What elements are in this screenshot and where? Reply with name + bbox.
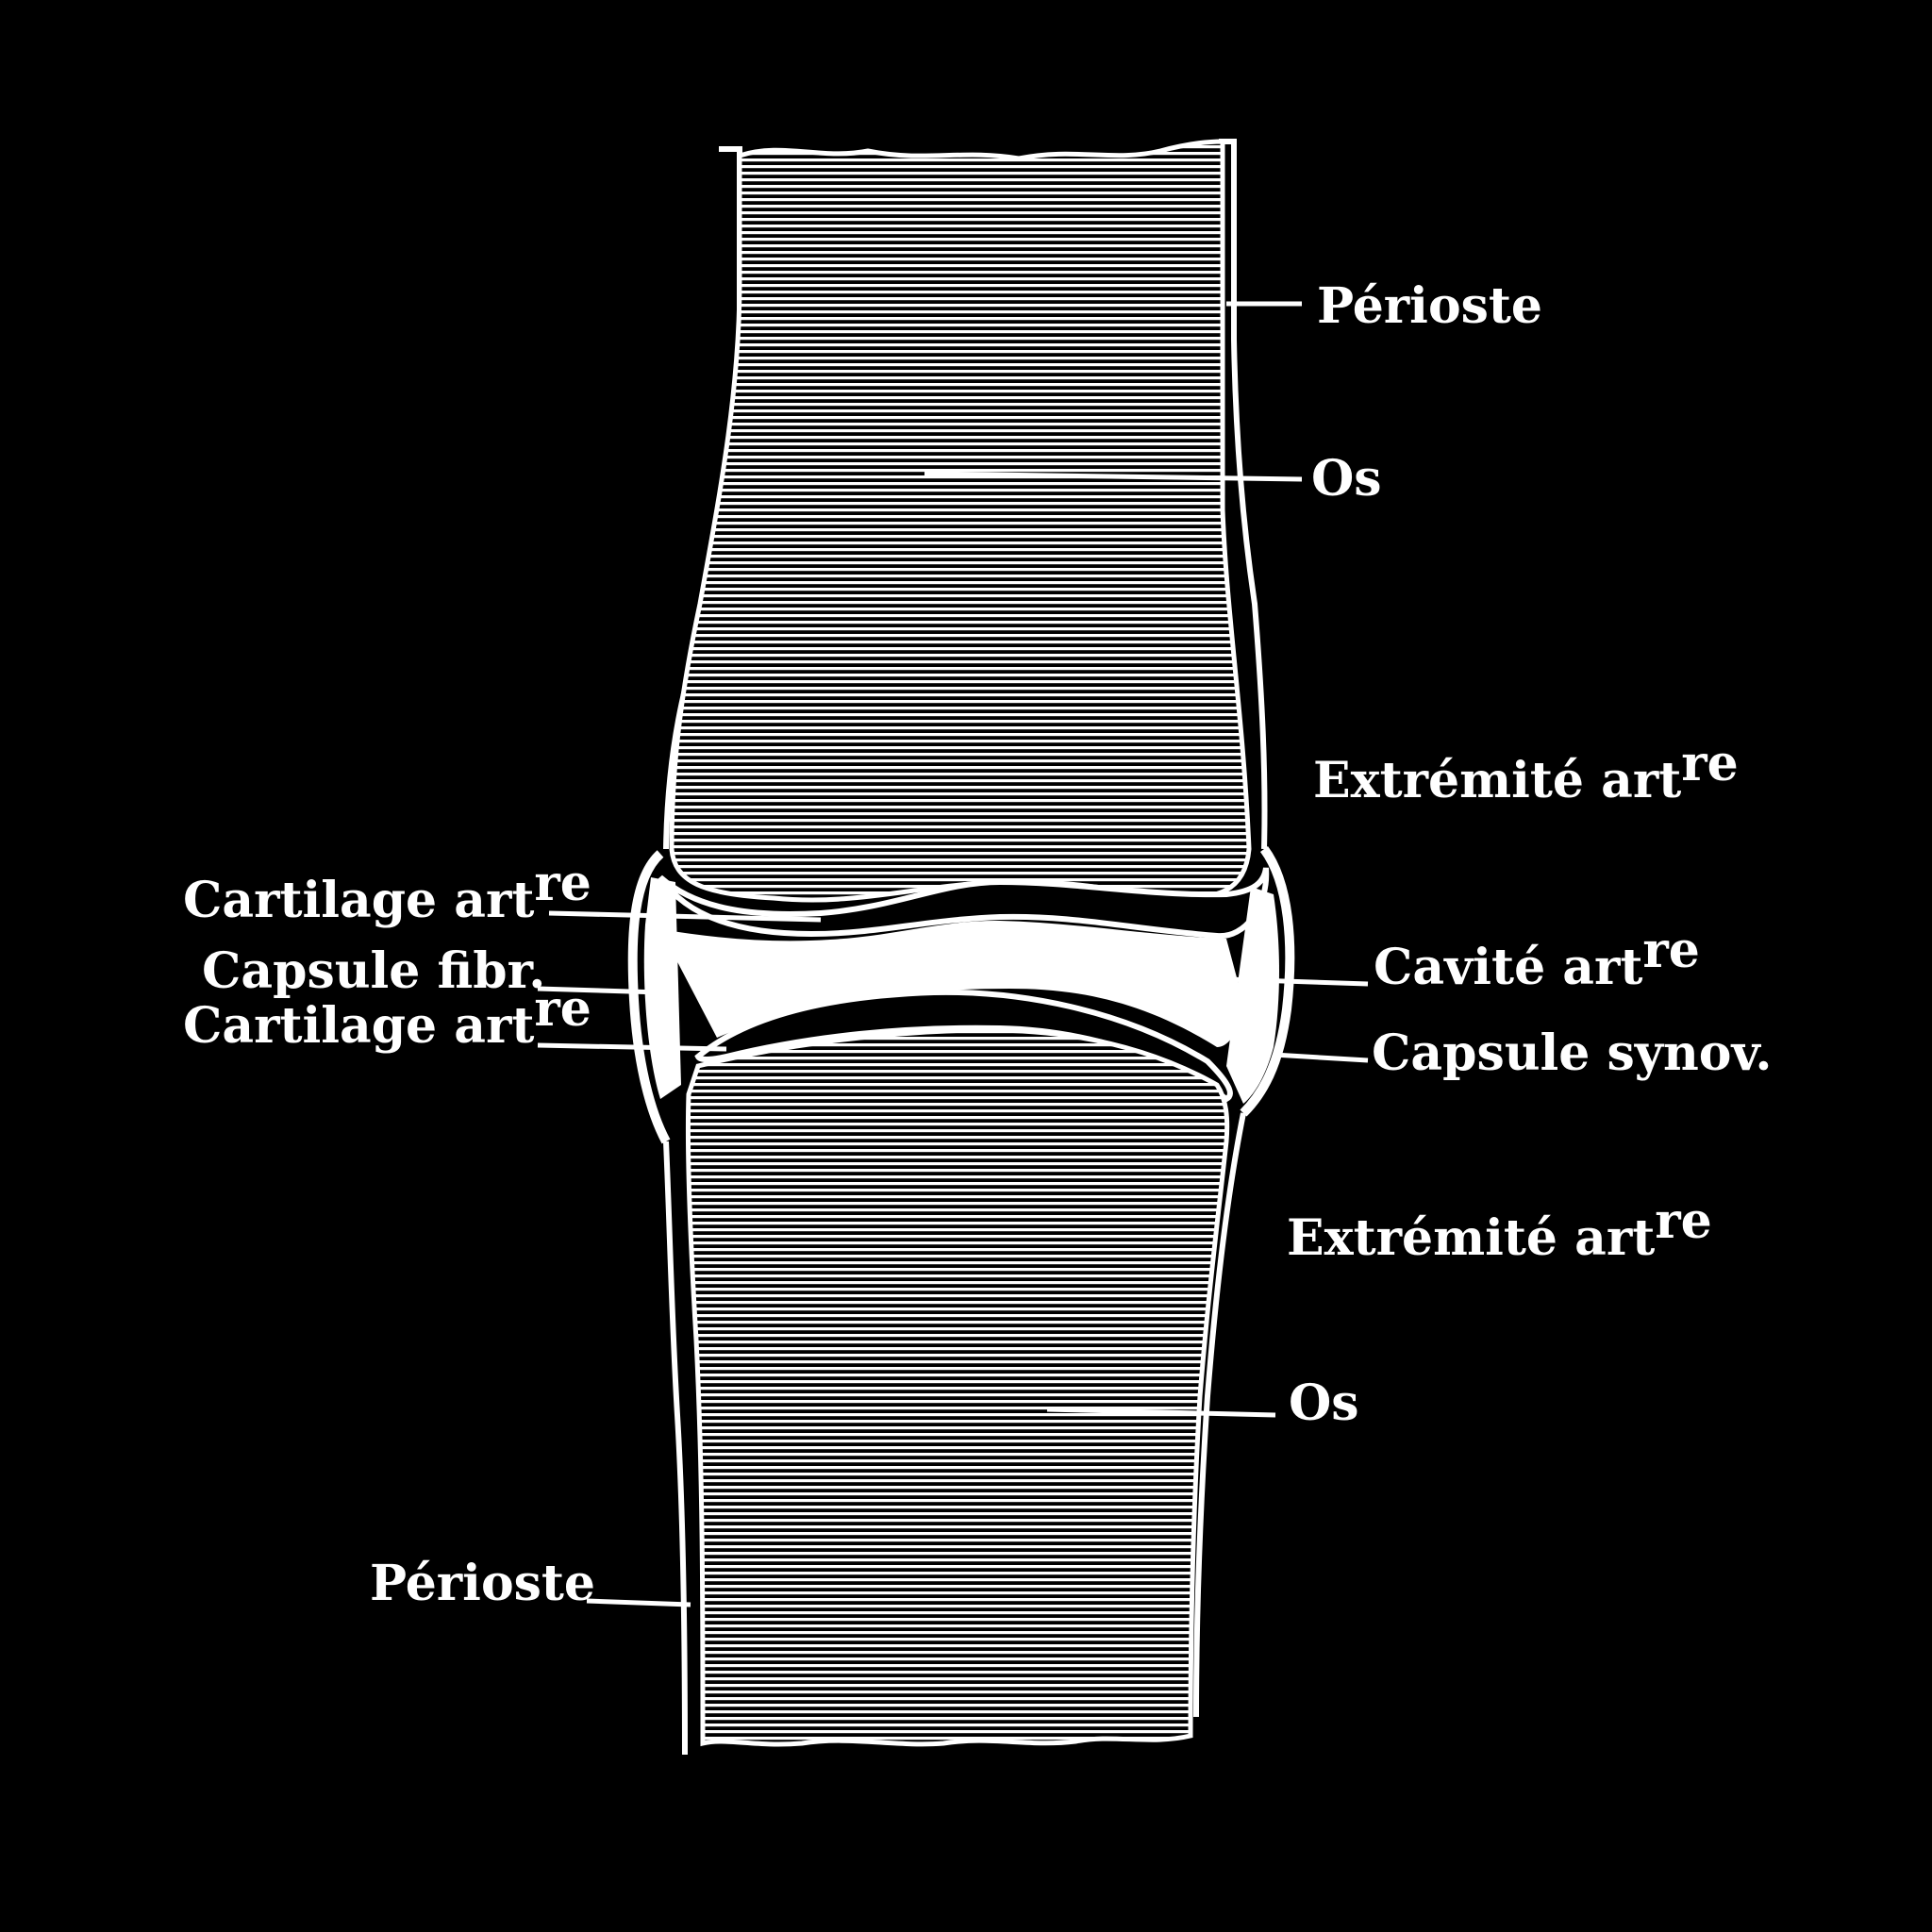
label-cavite-text: Cavité art: [1374, 939, 1642, 996]
leader-cartilage-left-bottom: [537, 1042, 727, 1052]
label-os-top: Os: [1311, 450, 1382, 508]
lower-periosteum-outline: [663, 1112, 1246, 1756]
leader-lines: [537, 301, 1369, 1607]
label-cartilage-left-bottom-text: Cartilage art: [183, 997, 534, 1055]
label-extremite-top-sup: re: [1681, 735, 1738, 792]
joint-region: [627, 846, 1295, 1144]
lower-bone-shaft: [685, 1027, 1230, 1747]
label-cavite: Cavité artre: [1374, 922, 1700, 996]
leader-perioste-bottom: [586, 1598, 691, 1607]
lower-bone: [663, 989, 1246, 1756]
upper-bone: [658, 139, 1270, 940]
label-extremite-bottom-text: Extrémité art: [1287, 1209, 1655, 1267]
leader-capsule-synov: [1273, 1052, 1369, 1063]
label-cartilage-left-top-sup: re: [534, 855, 591, 912]
articular-cavity: [660, 920, 1245, 1047]
label-cartilage-left-top-text: Cartilage art: [183, 872, 534, 929]
label-extremite-bottom: Extrémité artre: [1287, 1192, 1712, 1267]
label-perioste-top: Périoste: [1317, 277, 1542, 335]
label-extremite-top-text: Extrémité art: [1313, 752, 1681, 809]
lower-articular-cartilage: [694, 989, 1233, 1103]
label-os-bottom: Os: [1289, 1374, 1359, 1432]
leader-cartilage-left-top: [548, 910, 822, 923]
upper-bone-shaft: [669, 139, 1252, 903]
label-capsule-fibr: Capsule fibr.: [202, 942, 545, 1000]
label-cartilage-left-top: Cartilage artre: [183, 855, 591, 929]
leader-capsule-fibr: [537, 986, 661, 995]
label-extremite-top: Extrémité artre: [1313, 735, 1739, 809]
fibrous-capsule-right: [1226, 887, 1279, 1104]
label-cavite-sup: re: [1642, 922, 1699, 979]
leader-cavite: [1169, 974, 1369, 987]
label-extremite-bottom-sup: re: [1655, 1192, 1711, 1250]
leader-os-bottom: [1046, 1407, 1276, 1418]
label-perioste-bottom: Périoste: [370, 1555, 595, 1612]
synovial-capsule: [627, 846, 1295, 1144]
label-cartilage-left-bottom-sup: re: [534, 980, 591, 1038]
label-cartilage-left-bottom: Cartilage artre: [183, 980, 591, 1055]
leader-os-top: [924, 471, 1303, 482]
fibrous-capsule-left: [643, 877, 681, 1099]
label-capsule-synov: Capsule synov.: [1372, 1024, 1773, 1082]
